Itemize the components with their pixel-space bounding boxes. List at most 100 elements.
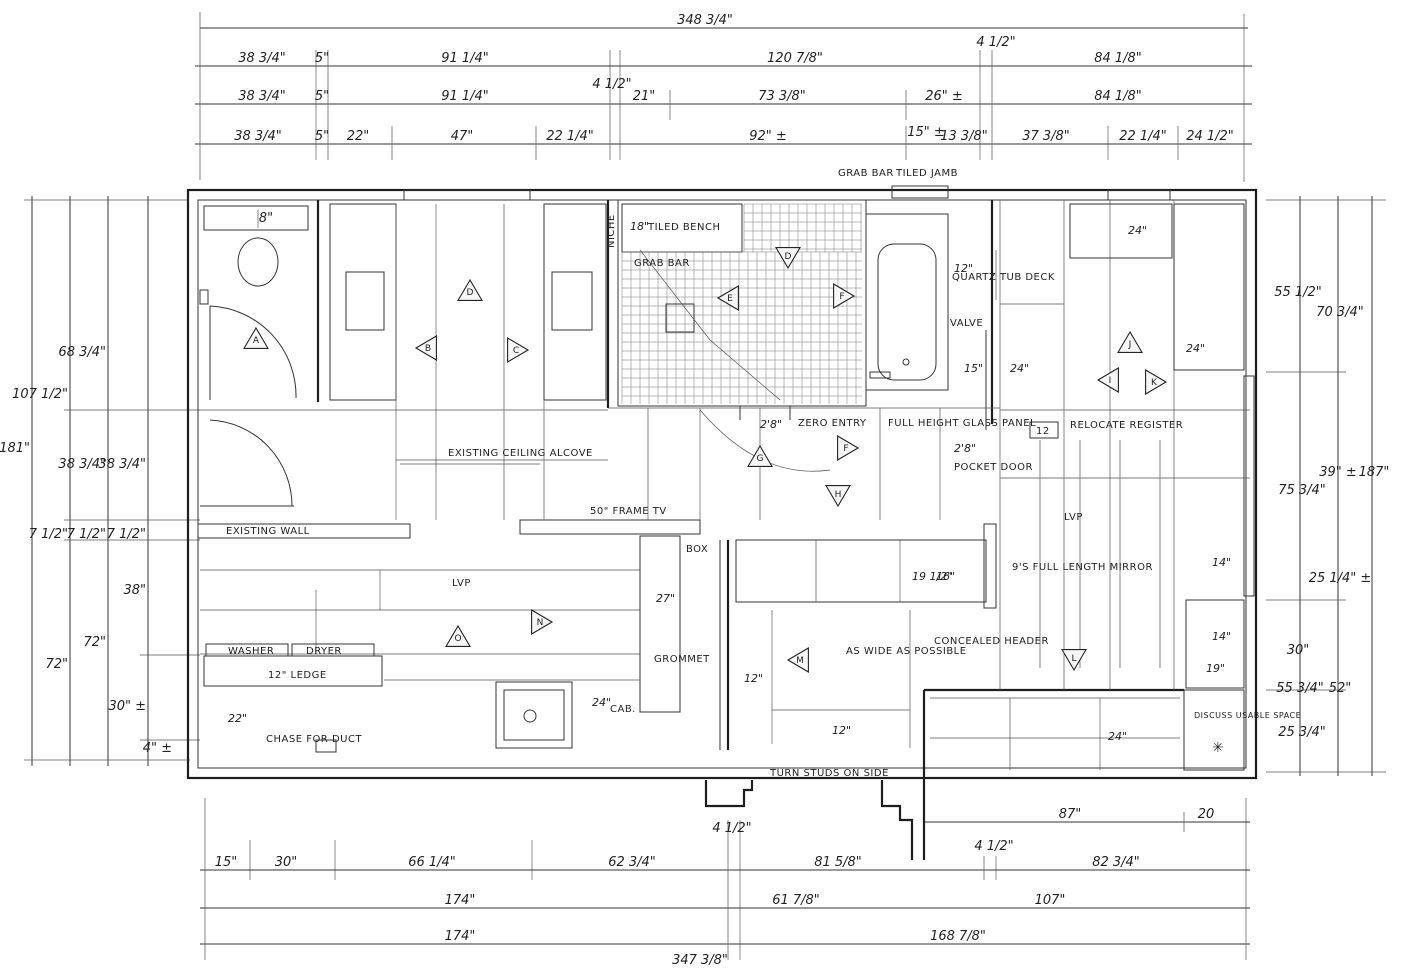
dim-interior: 19"	[1206, 662, 1225, 675]
note-discuss-space: DISCUSS USABLE SPACE	[1194, 711, 1301, 720]
elevation-marker-label: N	[537, 618, 544, 628]
elevation-marker	[837, 435, 860, 461]
dim-top-r2: 38 3/4"	[238, 89, 286, 104]
dim-top-r1: 38 3/4"	[238, 51, 286, 66]
dim-bottom-r2: 66 1/4"	[408, 855, 456, 870]
tub	[865, 213, 997, 430]
elevation-marker	[833, 283, 856, 309]
walls	[186, 185, 1258, 860]
dim-bottom-r2: 81 5/8"	[814, 855, 862, 870]
dim-right: 52"	[1329, 681, 1352, 696]
dim-top-r3: 22 1/4"	[1119, 129, 1167, 144]
dim-interior: 22"	[228, 712, 247, 725]
dim-interior: 12"	[954, 262, 973, 275]
note-tiled-bench: TILED BENCH	[647, 222, 721, 233]
vanity-room	[318, 203, 608, 520]
dim-bottom-r2: 4 1/2"	[712, 821, 751, 836]
right-dimension-text: 55 1/2" 70 3/4" 75 3/4" 39" ± 187" 25 1/…	[1274, 285, 1389, 740]
note-grab-bar-top: GRAB BAR	[838, 168, 894, 179]
note-chase: CHASE FOR DUCT	[266, 734, 362, 745]
note-concealed-header: CONCEALED HEADER	[934, 636, 1049, 647]
elevation-marker	[445, 624, 471, 647]
elevation-marker	[775, 247, 801, 270]
shower-area	[617, 199, 867, 472]
note-tiled-jamb: TILED JAMB	[895, 168, 958, 179]
note-niche: NICHE	[606, 214, 617, 248]
note-existing-wall: EXISTING WALL	[226, 526, 310, 537]
dim-top-r3: 37 3/8"	[1022, 129, 1070, 144]
elevation-marker-label: A	[253, 336, 260, 346]
dim-bottom-r2: 4 1/2"	[974, 839, 1013, 854]
shower-tile-grid	[621, 203, 862, 404]
dim-left: 30" ±	[108, 699, 146, 714]
elevation-marker-label: J	[1128, 340, 1132, 350]
note-relocate-register: RELOCATE REGISTER	[1070, 420, 1183, 431]
elevation-marker-label: O	[454, 634, 461, 644]
dim-bottom-r2: 82 3/4"	[1092, 855, 1140, 870]
dim-top-r2: 91 1/4"	[441, 89, 489, 104]
bottom-dimension-lines	[200, 798, 1250, 960]
dim-top-r2: 73 3/8"	[758, 89, 806, 104]
dim-top-r2: 21"	[633, 89, 656, 104]
elevation-marker	[1145, 369, 1168, 395]
dim-right: 55 1/2"	[1274, 285, 1322, 300]
dim-interior: 12"	[832, 724, 851, 737]
dim-interior: 14"	[1212, 556, 1231, 569]
dim-right: 187"	[1359, 465, 1390, 480]
elevation-marker-label: D	[467, 288, 474, 298]
dim-interior: 24"	[1010, 362, 1029, 375]
toilet-bowl	[237, 237, 279, 287]
dim-bottom-r2: 15"	[215, 855, 238, 870]
dim-right: 39" ±	[1319, 465, 1357, 480]
dim-top-r2: 5"	[315, 89, 329, 104]
dim-left: 7 1/2"	[107, 527, 146, 542]
note-register-code: 12	[1036, 426, 1050, 437]
note-grab-bar: GRAB BAR	[634, 258, 690, 269]
dim-right: 70 3/4"	[1316, 305, 1364, 320]
dim-overall-bottom: 347 3/8"	[672, 953, 728, 968]
dim-bottom-r4: 168 7/8"	[930, 929, 986, 944]
note-cab: CAB.	[610, 704, 636, 715]
dim-interior: 24"	[1128, 224, 1147, 237]
elevation-marker	[786, 647, 809, 673]
toilet-room: 8"	[198, 205, 318, 507]
annotations: TILED BENCH GRAB BAR TILED JAMB GRAB BAR…	[226, 168, 1301, 779]
dim-interior: 24"	[1108, 730, 1127, 743]
dim-interior: 2'8"	[954, 442, 976, 455]
elevation-marker-label: L	[1071, 654, 1076, 664]
dim-left: 181"	[0, 441, 30, 456]
dim-left: 68 3/4"	[58, 345, 106, 360]
dim-right: 30"	[1287, 643, 1310, 658]
dim-top-r3: 38 3/4"	[234, 129, 282, 144]
elevation-marker-label: E	[727, 294, 733, 304]
dim-top-r1: 91 1/4"	[441, 51, 489, 66]
note-quartz-tub-deck: QUARTZ TUB DECK	[952, 272, 1055, 283]
elevation-marker-label: C	[513, 346, 519, 356]
dim-left: 72"	[45, 657, 68, 672]
dim-overall-top: 348 3/4"	[677, 13, 733, 28]
left-dimension-lines	[24, 196, 200, 766]
dim-right: 25 3/4"	[1278, 725, 1326, 740]
elevation-marker	[747, 444, 773, 467]
dim-interior: 14"	[1212, 630, 1231, 643]
dim-top-r2: 4 1/2"	[592, 77, 631, 92]
elevation-marker	[1117, 330, 1143, 353]
elevation-marker-label: F	[843, 444, 848, 454]
interior-dimensions: 18" 24" 24" 24" 14" 14" 19" 12" 12" 12" …	[228, 220, 1231, 756]
note-valve: VALVE	[950, 318, 983, 329]
top-dimension-text: 348 3/4" 38 3/4" 5" 91 1/4" 120 7/8" 4 1…	[234, 13, 1234, 144]
dim-interior: 18"	[630, 220, 649, 233]
note-zero-entry: ZERO ENTRY	[798, 418, 867, 429]
elevation-marker	[1061, 649, 1087, 672]
dim-bottom-r1: 87"	[1059, 807, 1082, 822]
note-pocket-door: POCKET DOOR	[954, 462, 1033, 473]
dim-top-r1: 4 1/2"	[976, 35, 1015, 50]
note-turn-studs: TURN STUDS ON SIDE	[769, 768, 889, 779]
dim-bottom-r3: 61 7/8"	[772, 893, 820, 908]
dim-top-r3: 22 1/4"	[546, 129, 594, 144]
dim-top-r3: 24 1/2"	[1186, 129, 1234, 144]
dim-bottom-r1: 20	[1198, 807, 1215, 822]
dim-interior: 24"	[592, 696, 611, 709]
note-glass-panel: FULL HEIGHT GLASS PANEL	[888, 418, 1036, 429]
